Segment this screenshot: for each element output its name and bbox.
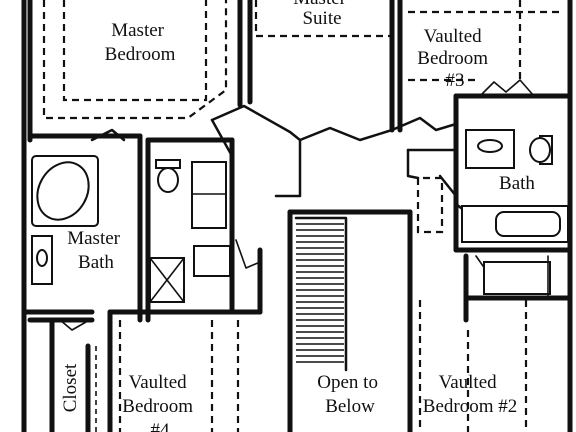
- room-label-vaulted-bedroom-2: Vaulted Bedroom #2: [423, 372, 517, 417]
- stair-outline: [294, 216, 348, 372]
- room-label-master-suite: Master Suite: [293, 0, 351, 29]
- room-label-open-to-below: Open to Below: [317, 372, 382, 417]
- room-label-bath: Bath: [499, 173, 535, 194]
- room-label-master-bedroom: Master Bedroom: [105, 20, 176, 65]
- room-labels: Master Bedroom Master Suite Vaulted Bedr…: [60, 0, 535, 432]
- closet-shelf-icon: [483, 261, 551, 295]
- room-label-closet: Closet: [60, 363, 81, 412]
- room-label-master-bath: Master Bath: [67, 228, 125, 273]
- stairs: [294, 216, 348, 372]
- ceiling-lines: [42, 0, 562, 432]
- toilet-icon: [155, 159, 181, 169]
- room-label-vaulted-bedroom-4: Vaulted Bedroom #4: [122, 372, 197, 432]
- fixtures: [31, 129, 569, 303]
- room-label-vaulted-bedroom-3: Vaulted Bedroom #3: [417, 26, 492, 91]
- linen-closet-icon: [191, 161, 227, 229]
- walls: [21, 0, 573, 432]
